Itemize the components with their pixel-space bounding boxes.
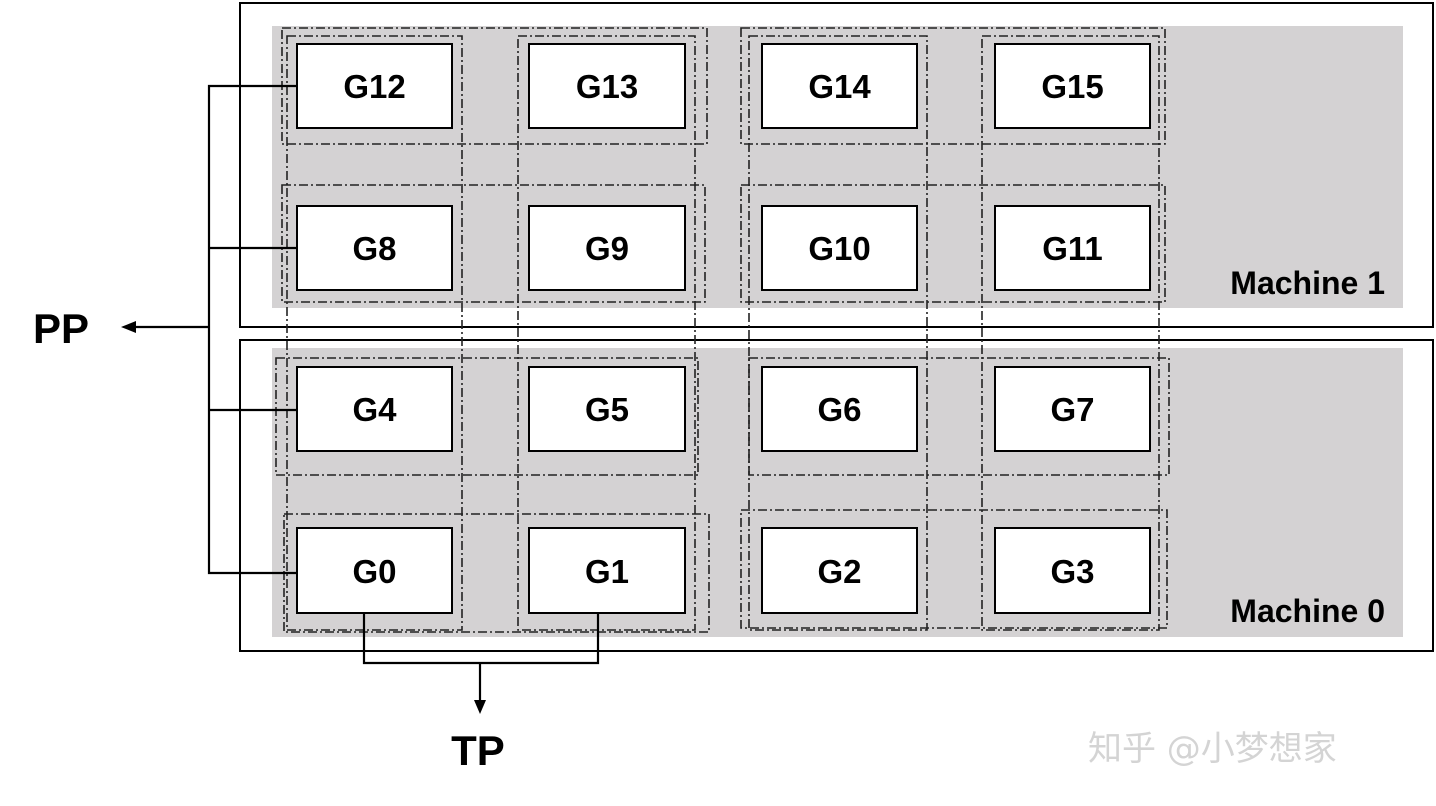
gpu-label: G11 (1042, 230, 1103, 267)
gpu-box: G14 (761, 43, 918, 129)
gpu-label: G5 (585, 391, 629, 428)
pp-group-col-1 (517, 35, 696, 631)
gpu-box: G6 (761, 366, 918, 452)
gpu-label: G14 (808, 68, 871, 105)
pp-group-col-0 (286, 35, 463, 631)
machine-1-label: Machine 1 (1230, 265, 1385, 301)
gpu-box: G15 (994, 43, 1151, 129)
pp-group-col-2 (748, 35, 928, 631)
machine-0-label: Machine 0 (1230, 593, 1385, 629)
gpu-box: G7 (994, 366, 1151, 452)
gpu-label: G1 (585, 553, 629, 590)
tp-group-m1-top-right (740, 27, 1166, 145)
group-boxes (275, 27, 1170, 633)
gpu-label: G10 (808, 230, 870, 267)
gpu-grid-machine-0: G4 G5 G6 G7 G0 G1 (296, 366, 1151, 614)
tp-group-m0-top-left (275, 357, 699, 476)
gpu-label: G9 (585, 230, 629, 267)
gpu-box: G1 (528, 527, 686, 614)
gpu-label: G7 (1050, 391, 1094, 428)
gpu-label: G4 (352, 391, 397, 428)
gpu-label: G3 (1050, 553, 1094, 590)
gpu-label: G6 (817, 391, 861, 428)
gpu-box: G0 (296, 527, 453, 614)
tp-arrowhead-icon (474, 700, 486, 714)
pp-connector (121, 84, 297, 575)
gpu-box: G8 (296, 205, 453, 291)
gpu-box: G2 (761, 527, 918, 614)
watermark-text: 知乎 @小梦想家 (1088, 729, 1337, 769)
tp-connector (362, 613, 600, 714)
gpu-box: G13 (528, 43, 686, 129)
gpu-label: G2 (817, 553, 861, 590)
tp-group-m1-bottom-right (740, 184, 1166, 303)
gpu-box: G11 (994, 205, 1151, 291)
gpu-box: G5 (528, 366, 686, 452)
tp-group-m0-top-right (748, 357, 1170, 476)
gpu-box: G4 (296, 366, 453, 452)
gpu-label: G8 (352, 230, 396, 267)
gpu-label: G13 (576, 68, 638, 105)
gpu-box: G12 (296, 43, 453, 129)
pp-label: PP (33, 305, 89, 352)
gpu-label: G0 (352, 553, 396, 590)
tp-group-m1-bottom-left (281, 184, 706, 303)
gpu-grid-machine-1: G12 G13 G14 G15 G8 G9 (296, 43, 1151, 291)
gpu-label: G12 (343, 68, 405, 105)
gpu-label: G15 (1041, 68, 1103, 105)
pp-group-col-3 (981, 35, 1160, 631)
gpu-box: G3 (994, 527, 1151, 614)
gpu-box: G10 (761, 205, 918, 291)
tp-group-m0-bottom-right (740, 509, 1168, 629)
gpu-box: G9 (528, 205, 686, 291)
pp-arrowhead-icon (121, 321, 136, 333)
tp-label: TP (451, 727, 505, 774)
